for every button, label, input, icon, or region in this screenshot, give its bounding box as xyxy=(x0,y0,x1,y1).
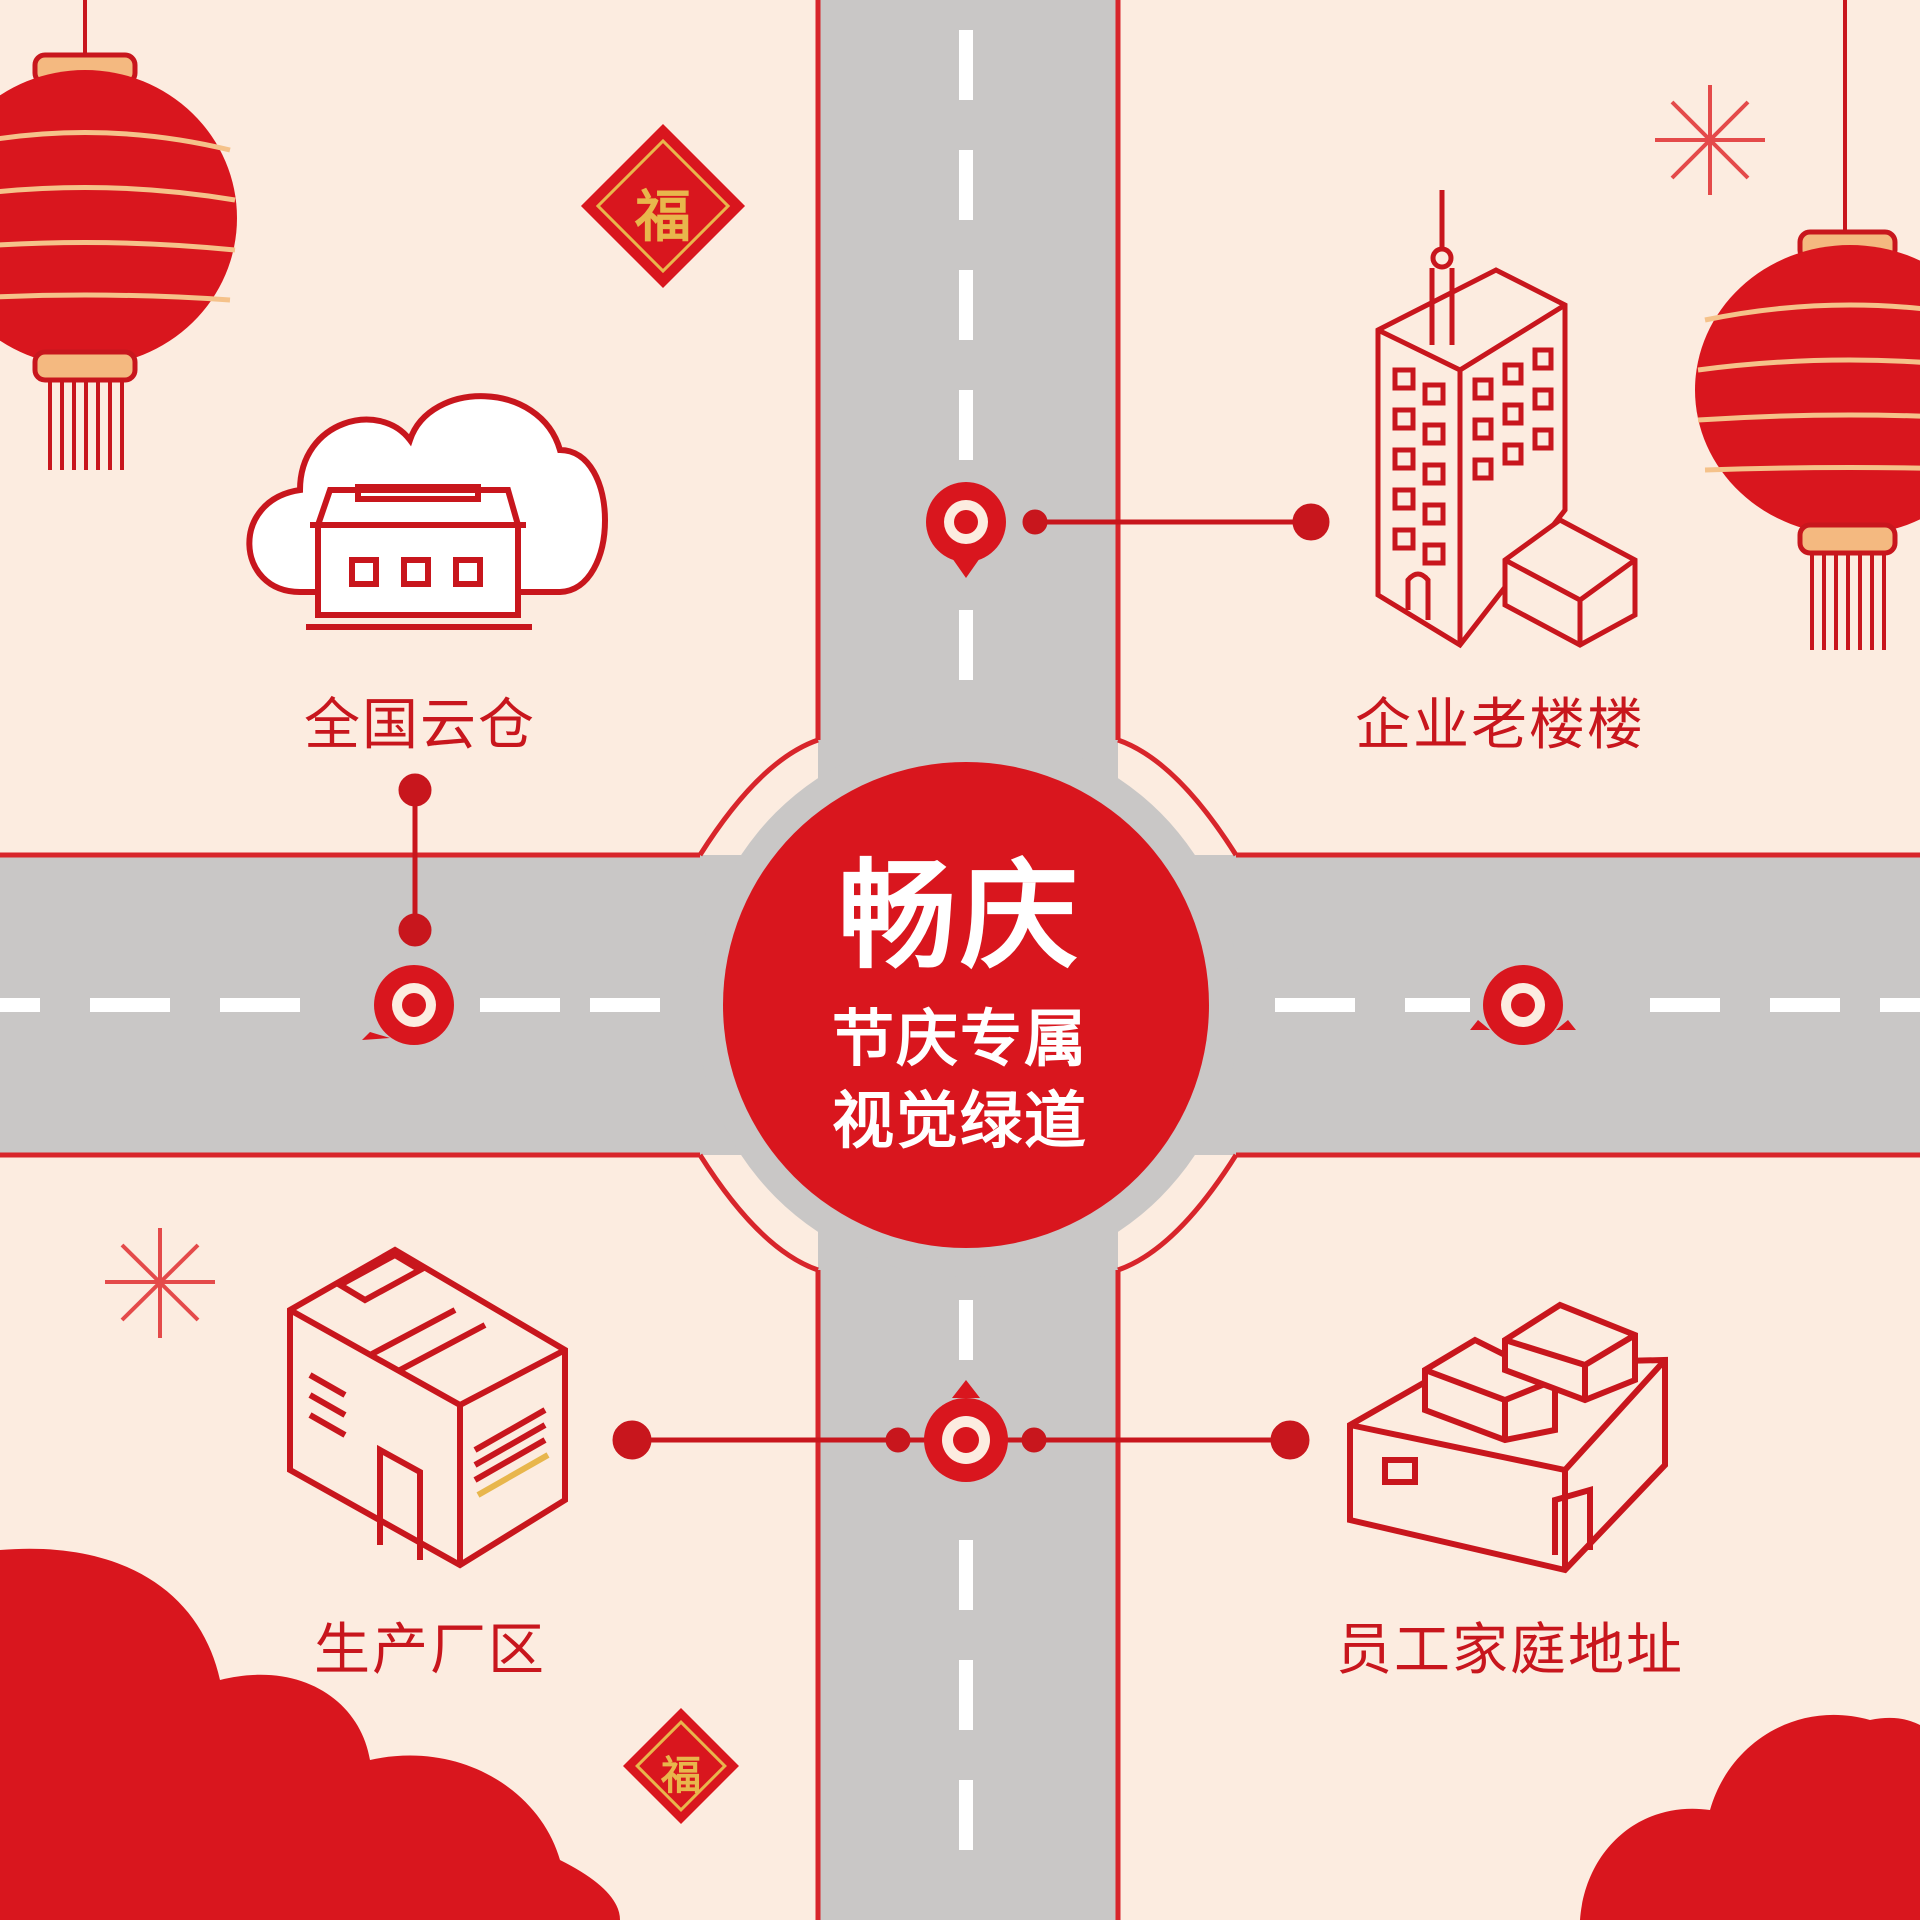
node-label-cloud-warehouse: 全国云仓 xyxy=(304,693,536,758)
lantern-icon xyxy=(0,0,237,470)
fu-decoration-icon xyxy=(623,1708,739,1824)
lantern-icon xyxy=(1695,0,1920,650)
node-label-office-building: 企业老楼楼 xyxy=(1355,693,1645,758)
center-title: 畅庆 xyxy=(837,847,1082,985)
auspicious-cloud-icon xyxy=(0,1548,620,1920)
office-building-icon xyxy=(1375,190,1638,649)
center-badge xyxy=(723,762,1209,1248)
fu-character: 福 xyxy=(635,184,691,250)
home-address-icon xyxy=(1347,1301,1668,1574)
firework-icon xyxy=(1655,85,1765,195)
firework-icon xyxy=(105,1228,215,1338)
location-pin-icon xyxy=(1470,965,1576,1045)
node-label-factory: 生产厂区 xyxy=(314,1618,546,1683)
center-subtitle-line1: 节庆专属 xyxy=(831,1002,1088,1075)
lane-markings xyxy=(0,30,1920,1850)
cloud-warehouse-icon xyxy=(246,393,608,630)
location-pin-icon xyxy=(924,1380,1008,1482)
connectors xyxy=(398,503,1330,1460)
fu-character: 福 xyxy=(661,1752,701,1799)
location-pin-icon xyxy=(926,482,1006,578)
node-label-home-address: 员工家庭地址 xyxy=(1336,1618,1684,1683)
location-pin-icon xyxy=(362,965,454,1045)
center-subtitle-line2: 视觉绿道 xyxy=(831,1084,1088,1157)
auspicious-cloud-icon xyxy=(1580,1714,1920,1920)
factory-icon xyxy=(287,1246,568,1569)
